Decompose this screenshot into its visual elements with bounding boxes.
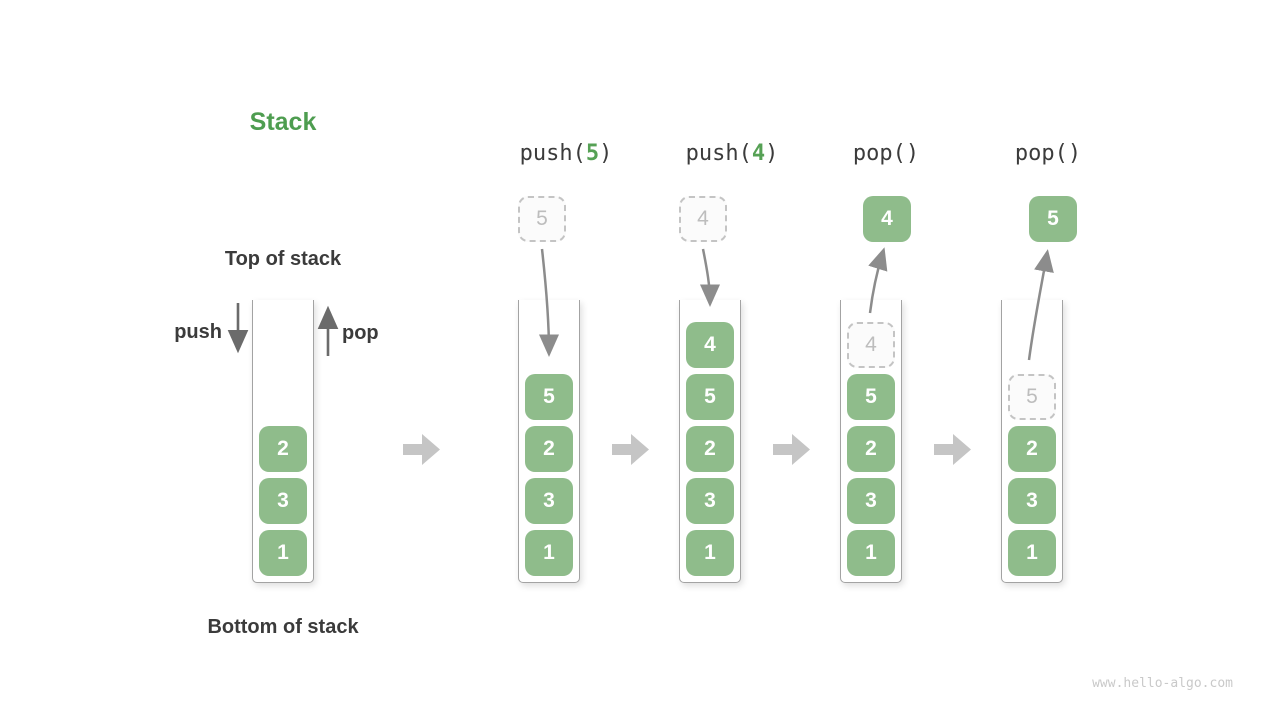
push-curve-arrow-icon [699, 248, 720, 307]
stack-item: 3 [1008, 478, 1056, 524]
operation-text: ) [599, 141, 613, 166]
operation-text: push( [685, 141, 752, 166]
operation-text: ) [765, 141, 779, 166]
pushed-item-ghost: 5 [518, 196, 566, 242]
operation-text: push( [519, 141, 586, 166]
pushed-item-ghost: 4 [679, 196, 727, 242]
watermark: www.hello-algo.com [1092, 676, 1233, 691]
transition-arrow-icon [612, 434, 649, 465]
stack-item: 2 [525, 426, 573, 472]
stack-item: 1 [1008, 530, 1056, 576]
stack-item: 1 [259, 530, 307, 576]
transition-arrow-icon [403, 434, 440, 465]
pop-label: pop [342, 322, 379, 344]
operation-text: pop() [852, 141, 920, 166]
stack-item: 1 [686, 530, 734, 576]
stack-item: 3 [686, 478, 734, 524]
diagram-title: Stack [249, 108, 317, 136]
stack-item: 3 [259, 478, 307, 524]
operation-text: pop() [1014, 141, 1082, 166]
stack-item: 3 [847, 478, 895, 524]
stack-item-ghost: 5 [1008, 374, 1056, 420]
stack-container: 5 2 3 1 [518, 300, 580, 583]
stack-container: 4 5 2 3 1 [840, 300, 902, 583]
stack-item: 2 [686, 426, 734, 472]
transition-arrow-icon [773, 434, 810, 465]
operation-label: push(5) [456, 141, 676, 166]
stack-item: 5 [847, 374, 895, 420]
stack-item: 2 [1008, 426, 1056, 472]
operation-label: pop() [776, 141, 996, 166]
stack-container: 4 5 2 3 1 [679, 300, 741, 583]
stack-item: 5 [686, 374, 734, 420]
stack-item: 4 [686, 322, 734, 368]
transition-arrow-icon [934, 434, 971, 465]
stack-container: 5 2 3 1 [1001, 300, 1063, 583]
stack-item: 3 [525, 478, 573, 524]
bottom-of-stack-label: Bottom of stack [207, 616, 359, 638]
operation-label: push(4) [622, 141, 842, 166]
stack-item: 1 [525, 530, 573, 576]
stack-item: 2 [847, 426, 895, 472]
stack-item-ghost: 4 [847, 322, 895, 368]
top-of-stack-label: Top of stack [224, 248, 342, 270]
stack-item: 1 [847, 530, 895, 576]
stack-item: 2 [259, 426, 307, 472]
operation-label: pop() [938, 141, 1158, 166]
stack-container: 2 3 1 [252, 300, 314, 583]
push-label: push [174, 321, 222, 343]
popped-item: 5 [1029, 196, 1077, 242]
stack-item: 5 [525, 374, 573, 420]
operation-arg: 5 [585, 141, 600, 166]
popped-item: 4 [863, 196, 911, 242]
operation-arg: 4 [751, 141, 766, 166]
